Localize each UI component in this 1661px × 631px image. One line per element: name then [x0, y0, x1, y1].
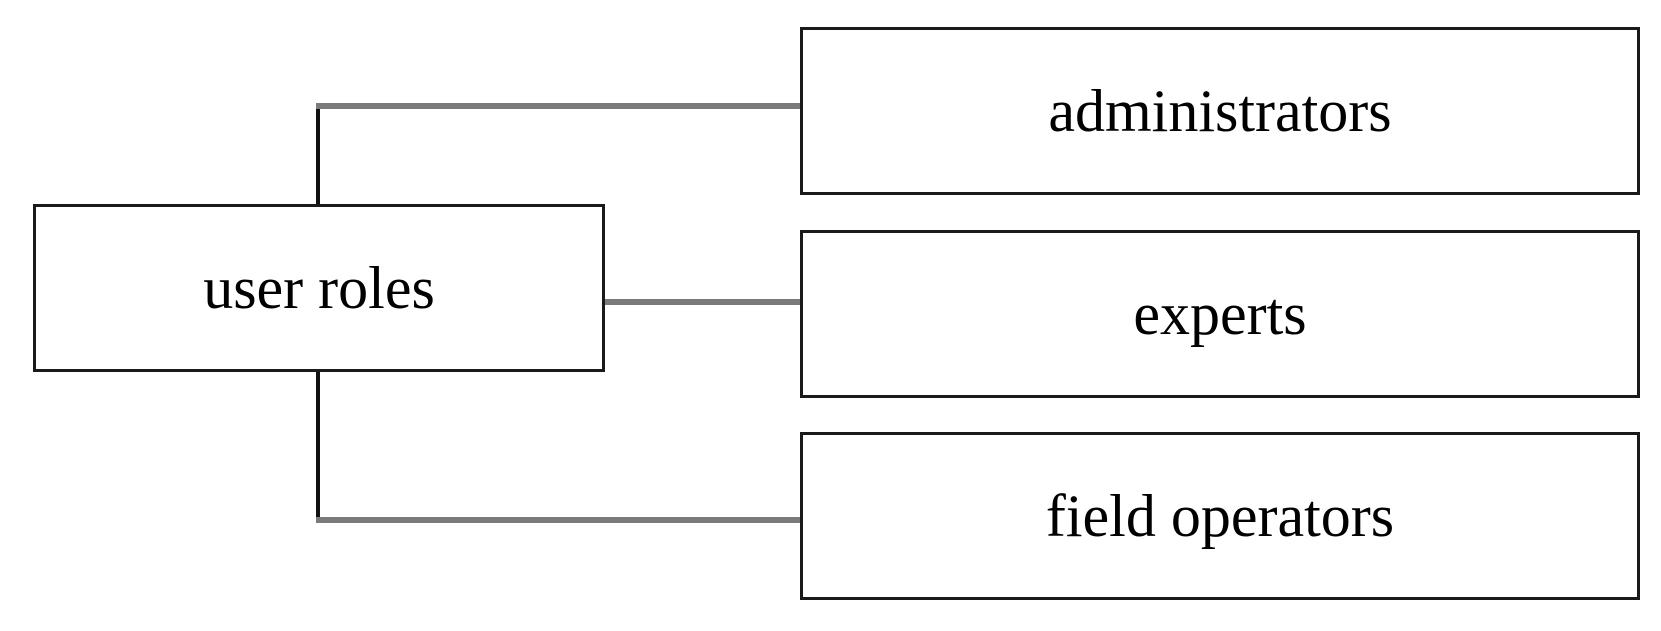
child-node-experts: experts: [800, 230, 1640, 398]
child-node-label: administrators: [1048, 78, 1392, 144]
child-node-label: field operators: [1045, 483, 1395, 549]
root-node-label: user roles: [203, 255, 435, 321]
child-node-administrators: administrators: [800, 27, 1640, 195]
child-node-field-operators: field operators: [800, 432, 1640, 600]
root-node-user-roles: user roles: [33, 204, 605, 372]
child-node-label: experts: [1133, 281, 1307, 347]
